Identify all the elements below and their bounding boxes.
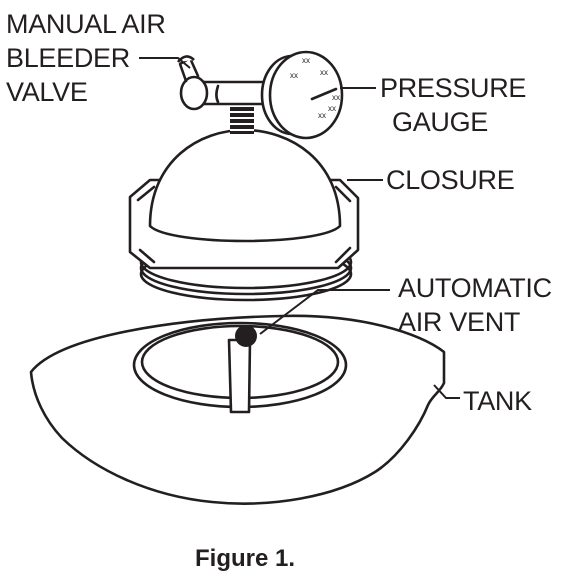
leader-lines bbox=[139, 57, 460, 399]
manual-air-bleeder-valve bbox=[176, 55, 274, 111]
gauge-mark-4: xx bbox=[332, 93, 340, 102]
tank-body bbox=[29, 314, 446, 505]
pressure-gauge: xx xx xx xx xx xx bbox=[260, 50, 344, 140]
gauge-mark-6: xx bbox=[318, 111, 326, 120]
label-automatic-air-vent: AUTOMATIC AIR VENT bbox=[398, 273, 559, 337]
label-line-automatic: AUTOMATIC bbox=[398, 273, 552, 303]
closure-dome bbox=[148, 128, 342, 243]
label-line-pressure: PRESSURE bbox=[380, 73, 526, 103]
label-line-air-vent: AIR VENT bbox=[398, 307, 520, 337]
automatic-air-vent-ball bbox=[235, 325, 257, 347]
label-pressure-gauge: PRESSURE GAUGE bbox=[380, 73, 533, 137]
label-closure: CLOSURE bbox=[386, 165, 514, 195]
threaded-stem bbox=[230, 100, 254, 134]
gauge-mark-2: xx bbox=[320, 68, 328, 77]
label-line-bleeder: BLEEDER bbox=[6, 43, 130, 73]
label-line-gauge: GAUGE bbox=[392, 107, 488, 137]
gauge-mark-5: xx bbox=[328, 104, 336, 113]
label-tank: TANK bbox=[463, 386, 532, 416]
label-line-valve: VALVE bbox=[6, 77, 88, 107]
gauge-mark-1: xx bbox=[302, 56, 310, 65]
figure-caption: Figure 1. bbox=[195, 545, 295, 572]
gauge-mark-3: xx bbox=[290, 71, 298, 80]
label-manual-air-bleeder-valve: MANUAL AIR BLEEDER VALVE bbox=[6, 9, 173, 107]
label-line-manual-air: MANUAL AIR bbox=[6, 9, 166, 39]
